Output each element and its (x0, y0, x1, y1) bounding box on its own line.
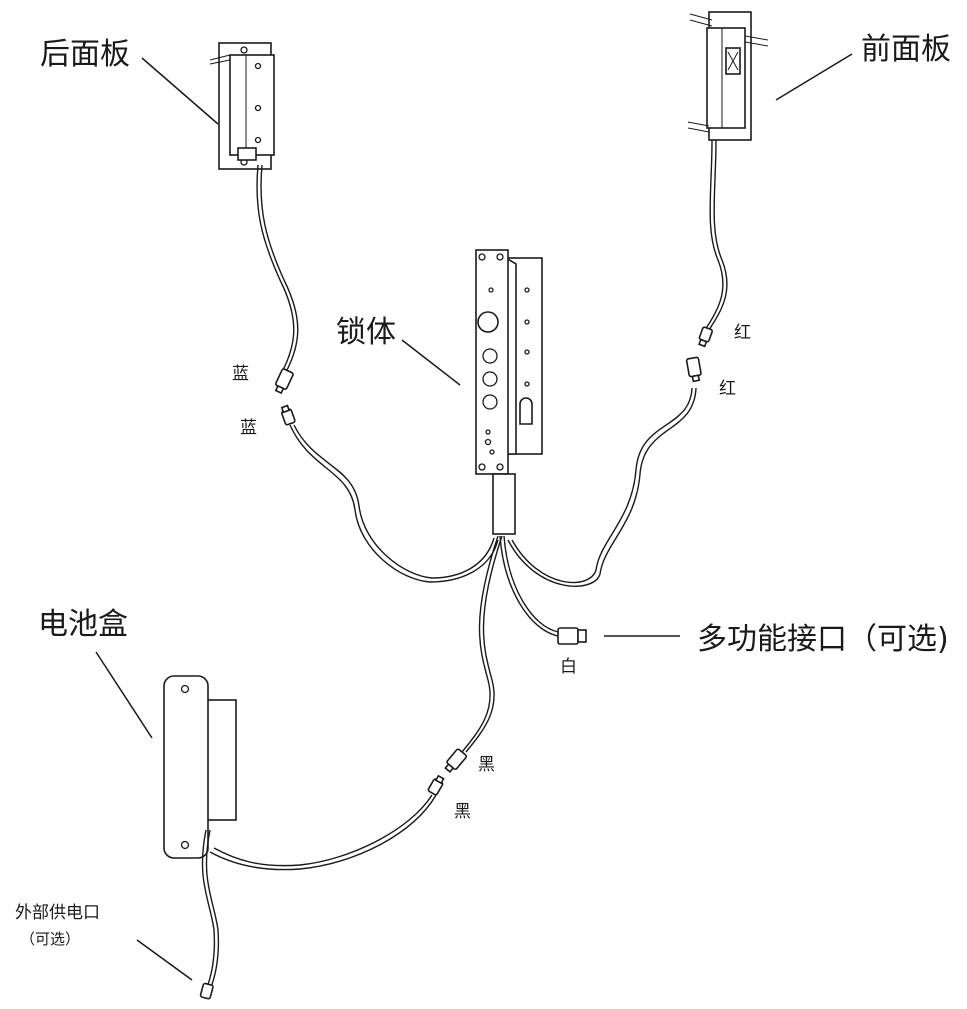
connector-red-upper (698, 326, 713, 348)
label-multi-interface: 多功能接口（可选) (697, 622, 949, 657)
connector-black-upper (444, 748, 468, 774)
label-front-panel: 前面板 (861, 32, 951, 67)
front-panel (687, 11, 769, 141)
label-external-power: 外部供电口 (15, 903, 100, 923)
connector-red-lower (685, 356, 702, 383)
connector-blue-lower (280, 404, 296, 426)
label-connector-blue-upper: 蓝 (232, 364, 249, 384)
label-battery-box: 电池盒 (38, 607, 128, 642)
label-connector-black-upper: 黑 (478, 755, 495, 775)
connector-external-power (199, 982, 214, 1000)
connector-white (557, 627, 587, 645)
label-connector-blue-lower: 蓝 (240, 418, 257, 438)
leader-lines (95, 53, 853, 981)
wires (201, 139, 728, 991)
connectors (199, 326, 713, 1000)
label-lock-body: 锁体 (336, 315, 396, 350)
lock-body (475, 249, 543, 535)
rear-panel (209, 42, 275, 170)
label-connector-white: 白 (560, 657, 577, 677)
label-external-power-optional: （可选） (20, 930, 81, 948)
connector-black-lower (427, 774, 445, 796)
label-connector-black-lower: 黑 (454, 802, 471, 822)
label-connector-red-lower: 红 (719, 379, 736, 399)
battery-box (163, 675, 237, 859)
label-connector-red-upper: 红 (734, 323, 751, 343)
label-rear-panel: 后面板 (40, 37, 130, 72)
connector-blue-upper (274, 368, 294, 395)
